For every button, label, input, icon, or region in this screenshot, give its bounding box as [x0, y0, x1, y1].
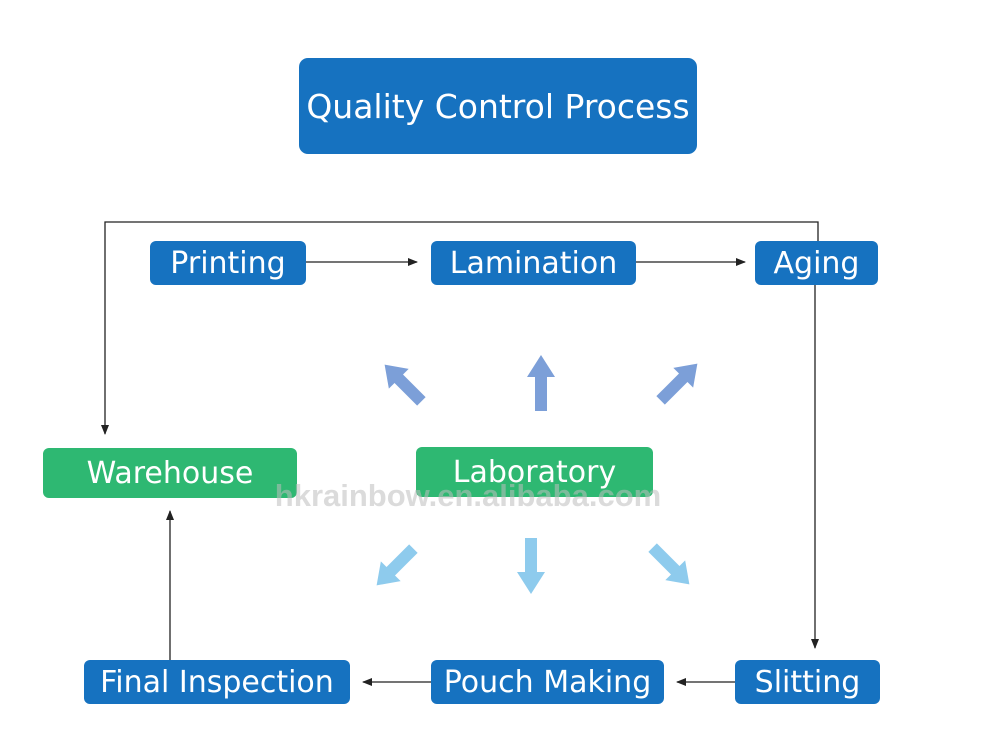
- lab-arrow-down: [517, 538, 545, 594]
- step-aging-label: Aging: [773, 245, 860, 281]
- step-final-inspection: Final Inspection: [84, 660, 350, 704]
- lab-arrow-up-right: [656, 363, 698, 405]
- step-lamination: Lamination: [431, 241, 636, 285]
- step-slitting: Slitting: [735, 660, 880, 704]
- arrow-aging-to-warehouse-loop: [101, 221, 819, 435]
- step-lamination-label: Lamination: [449, 245, 618, 281]
- lab-arrow-down-right: [648, 543, 690, 585]
- lab-arrow-up: [527, 355, 555, 411]
- step-pouch-making-label: Pouch Making: [443, 664, 652, 700]
- step-warehouse-label: Warehouse: [86, 455, 254, 491]
- step-slitting-label: Slitting: [754, 664, 861, 700]
- step-pouch-making: Pouch Making: [431, 660, 664, 704]
- step-laboratory-label: Laboratory: [452, 454, 617, 490]
- step-printing-label: Printing: [170, 245, 286, 281]
- lab-arrow-up-left: [384, 364, 426, 406]
- step-final-inspection-label: Final Inspection: [100, 664, 334, 700]
- step-printing: Printing: [150, 241, 306, 285]
- step-warehouse: Warehouse: [43, 448, 297, 498]
- step-laboratory: Laboratory: [416, 447, 653, 497]
- title-box: Quality Control Process: [299, 58, 697, 154]
- lab-arrow-down-left: [376, 544, 418, 586]
- step-aging: Aging: [755, 241, 878, 285]
- page-title: Quality Control Process: [306, 86, 690, 126]
